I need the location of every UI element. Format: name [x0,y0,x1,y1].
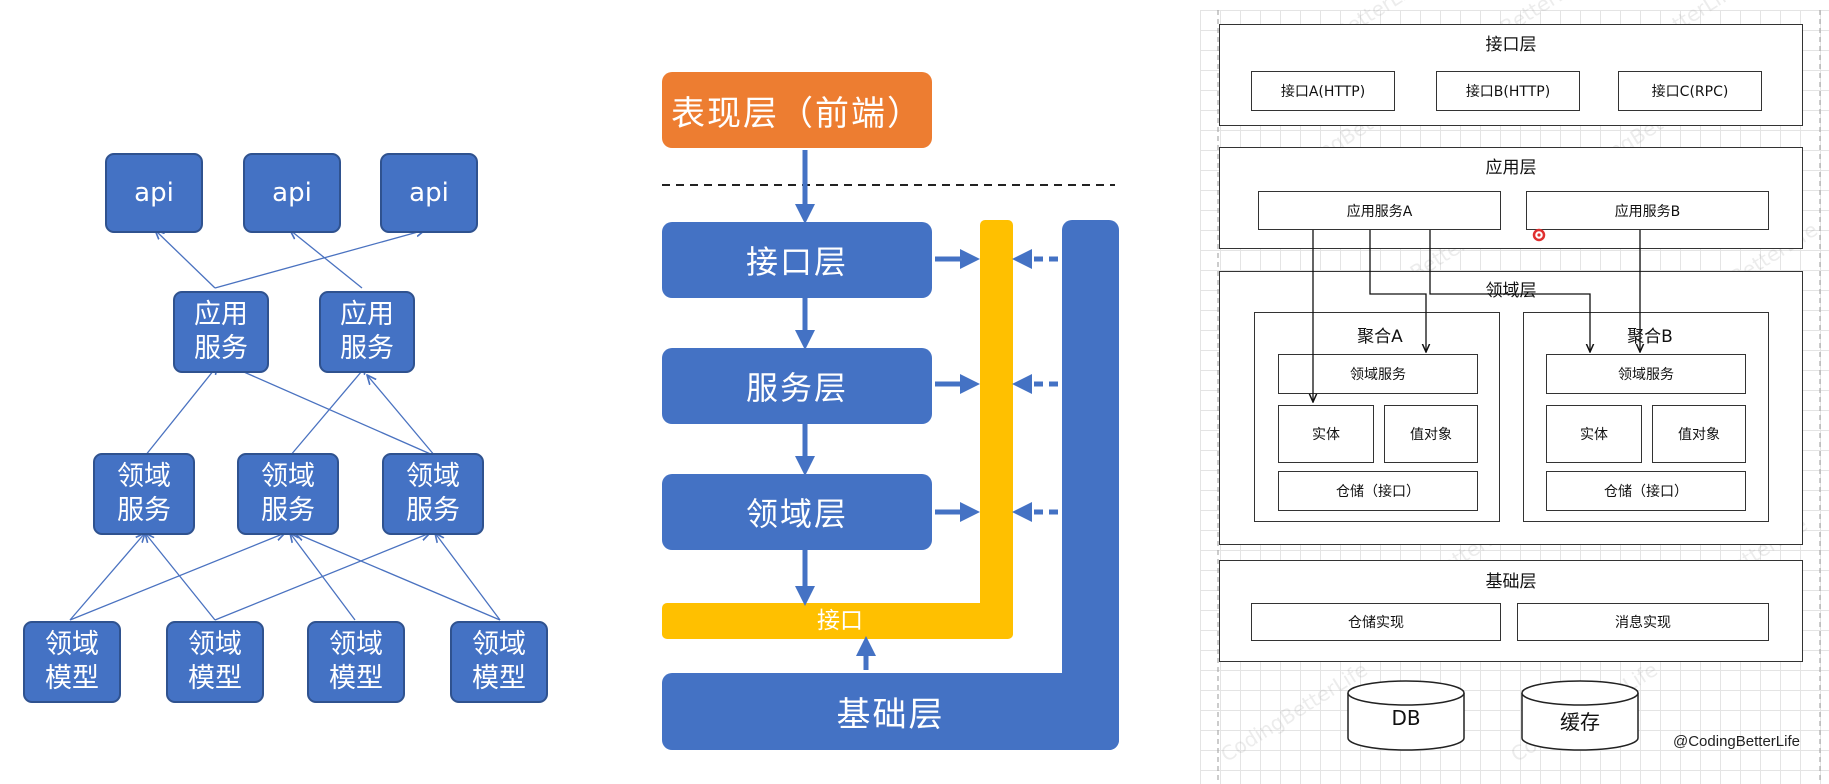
db-cylinder [1347,680,1465,751]
db-label: DB [1391,706,1421,730]
domain-service-box-3: 领域服务 [382,453,484,535]
domain-service-box-2: 领域服务 [237,453,339,535]
aggregate-b-entity: 实体 [1546,405,1642,463]
message-impl-box: 消息实现 [1517,603,1769,641]
aggregate-a-title: 聚合A [1357,327,1403,347]
service-layer-label: 服务层 [745,369,848,407]
interface-a-box: 接口A(HTTP) [1251,71,1395,111]
infrastructure-layer-title: 基础层 [1485,572,1537,592]
presentation-layer: 表现层（前端） [662,72,932,148]
interface-layer-title: 接口层 [1485,35,1537,55]
app-service-label: 应用服务 [194,299,248,364]
aggregate-a-entity: 实体 [1278,405,1374,463]
presentation-layer-label: 表现层（前端） [671,93,923,134]
domain-layer-title: 领域层 [1485,281,1537,301]
cache-label: 缓存 [1560,710,1600,734]
infrastructure-column [1062,220,1119,750]
aggregate-b-repository: 仓储（接口） [1546,471,1746,511]
service-layer: 服务层 [662,348,932,424]
interface-layer: 接口层 [662,222,932,298]
interface-layer-label: 接口层 [745,243,848,281]
domain-model-label: 领域模型 [45,629,99,694]
domain-layer-label: 领域层 [745,495,848,533]
app-service-a-box: 应用服务A [1258,191,1501,230]
domain-model-label: 领域模型 [329,629,383,694]
api-box-3: api [380,153,478,233]
domain-model-box-4: 领域模型 [450,621,548,703]
interface-c-box: 接口C(RPC) [1618,71,1762,111]
app-service-box-1: 应用服务 [173,291,269,373]
domain-service-label: 领域服务 [406,461,460,526]
aggregate-a-repository: 仓储（接口） [1278,471,1478,511]
domain-model-label: 领域模型 [188,629,242,694]
domain-service-label: 领域服务 [117,461,171,526]
infrastructure-layer-label: 基础层 [836,695,945,735]
app-service-label: 应用服务 [340,299,394,364]
aggregate-a-value-object: 值对象 [1384,405,1478,463]
interface-column [980,220,1013,638]
domain-model-box-3: 领域模型 [307,621,405,703]
interface-b-box: 接口B(HTTP) [1436,71,1580,111]
domain-model-box-2: 领域模型 [166,621,264,703]
pointer-dot [1532,228,1546,242]
domain-model-label: 领域模型 [472,629,526,694]
api-box-2: api [243,153,341,233]
repository-impl-box: 仓储实现 [1251,603,1501,641]
app-service-box-2: 应用服务 [319,291,415,373]
aggregate-b-title: 聚合B [1627,327,1673,347]
middle-diagram-shapes [662,150,1119,750]
domain-model-box-1: 领域模型 [23,621,121,703]
domain-service-label: 领域服务 [261,461,315,526]
api-label: api [409,177,449,208]
application-layer-title: 应用层 [1485,158,1537,178]
domain-layer: 领域层 [662,474,932,550]
api-label: api [272,177,312,208]
aggregate-a-domain-service: 领域服务 [1278,354,1478,394]
aggregate-b-domain-service: 领域服务 [1546,354,1746,394]
cache-cylinder [1521,680,1639,751]
left-diagram-connectors [69,0,501,621]
credit-text: @CodingBetterLife [1673,733,1800,750]
app-service-b-box: 应用服务B [1526,191,1769,230]
api-box-1: api [105,153,203,233]
domain-service-box-1: 领域服务 [93,453,195,535]
interface-bar-label: 接口 [817,608,863,634]
aggregate-b-value-object: 值对象 [1652,405,1746,463]
api-label: api [134,177,174,208]
interface-bar-shape [662,603,1013,639]
infrastructure-layer: 基础层 [662,673,1119,750]
